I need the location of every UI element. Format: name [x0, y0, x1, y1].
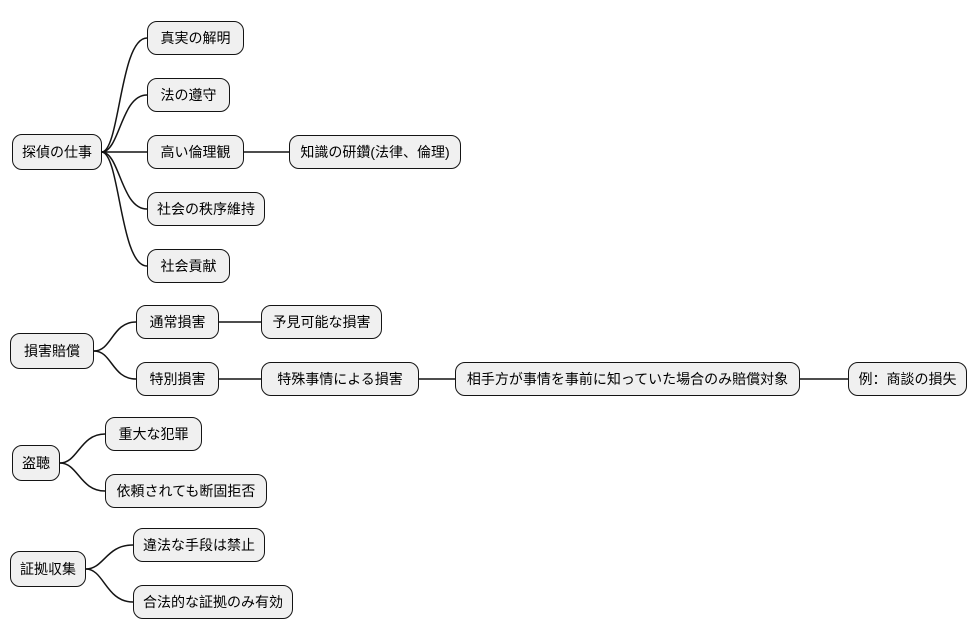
- node-special-damages: 特別損害: [136, 362, 219, 396]
- connector-detective-law: [101, 94, 148, 153]
- node-wiretapping: 盗聴: [12, 445, 60, 481]
- node-social-contribution: 社会貢献: [147, 249, 230, 283]
- connector-evidence-legal: [85, 568, 134, 603]
- node-ordinary-damages: 通常損害: [136, 305, 219, 339]
- connector-damages-ordinary: [93, 321, 137, 352]
- connector-evidence-illegal: [85, 544, 134, 570]
- node-special-circumstance-damages: 特殊事情による損害: [261, 362, 419, 396]
- connector-damages-special: [93, 350, 137, 380]
- node-serious-crime: 重大な犯罪: [105, 417, 202, 451]
- node-evidence-collection: 証拠収集: [10, 551, 86, 587]
- node-known-in-advance-condition: 相手方が事情を事前に知っていた場合のみ賠償対象: [455, 362, 800, 396]
- node-legal-evidence-only: 合法的な証拠のみ有効: [133, 585, 293, 619]
- node-knowledge-study: 知識の研鑽(法律、倫理): [289, 135, 461, 169]
- connector-detective-truth: [101, 37, 148, 153]
- node-firm-refusal: 依頼されても断固拒否: [105, 474, 267, 508]
- node-truth-discovery: 真実の解明: [147, 21, 244, 55]
- node-law-compliance: 法の遵守: [147, 78, 230, 112]
- connector-detective-contribution: [101, 151, 148, 267]
- node-foreseeable-damages: 予見可能な損害: [261, 305, 382, 339]
- connector-wiretap-crime: [59, 433, 106, 464]
- node-high-ethics: 高い倫理観: [147, 135, 244, 169]
- node-social-order: 社会の秩序維持: [147, 192, 265, 226]
- node-example-business-loss: 例：商談の損失: [848, 362, 967, 396]
- node-damages: 損害賠償: [10, 333, 94, 369]
- node-illegal-means-prohibited: 違法な手段は禁止: [133, 528, 265, 562]
- node-detective-work: 探偵の仕事: [12, 134, 102, 170]
- connector-wiretap-refusal: [59, 462, 106, 492]
- connector-detective-order: [101, 151, 148, 210]
